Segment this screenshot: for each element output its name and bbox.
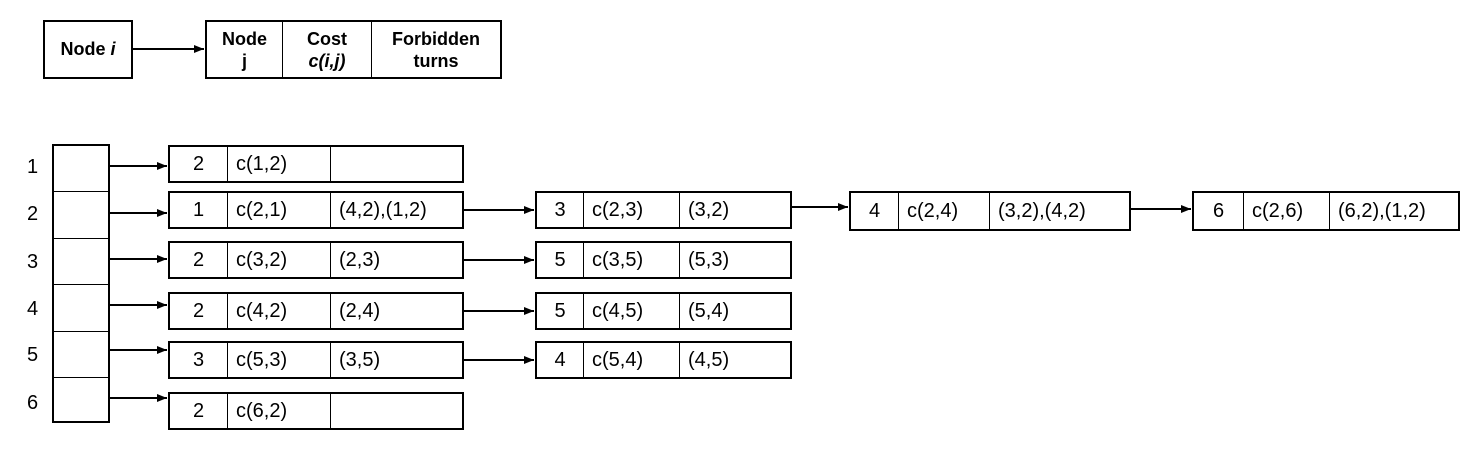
legend-record-box: Node j Cost c(i,j) Forbidden turns [205, 20, 502, 79]
legend-forbidden-line1: Forbidden [392, 28, 480, 49]
record-cost: c(2,4) [898, 193, 989, 229]
record-node: 2 [192, 248, 205, 271]
record-cost: c(2,3) [583, 193, 679, 227]
record-forbidden: (6,2),(1,2) [1329, 193, 1458, 229]
record-forbidden: (4,5) [679, 343, 790, 377]
record-cost: c(4,5) [583, 294, 679, 328]
record-cost: c(2,1) [227, 193, 330, 227]
row-label-1: 1 [27, 156, 39, 178]
record-cost: c(3,5) [583, 243, 679, 277]
legend-node-i-box: Node i [43, 20, 133, 79]
record-node: 1 [192, 198, 205, 221]
legend-forbidden-cell: Forbidden turns [371, 22, 500, 77]
record-node: 2 [192, 152, 205, 175]
legend-node-j-line1: Node [222, 28, 267, 49]
record-cost: c(4,2) [227, 294, 330, 328]
head-slot-divider [54, 284, 108, 285]
record-cost: c(2,6) [1243, 193, 1329, 229]
record-cost: c(1,2) [227, 147, 330, 181]
record-forbidden [330, 147, 462, 181]
row-label-2: 2 [27, 203, 39, 225]
list-record-6-1: 2 c(6,2) [168, 392, 464, 430]
record-forbidden: (3,5) [330, 343, 462, 377]
legend-node-i-var: i [110, 39, 116, 59]
list-record-1-1: 2 c(1,2) [168, 145, 464, 183]
record-forbidden: (5,4) [679, 294, 790, 328]
node-head-array [52, 144, 110, 423]
list-record-3-2: 5 c(3,5) (5,3) [535, 241, 792, 279]
record-cost: c(3,2) [227, 243, 330, 277]
row-label-4: 4 [27, 298, 39, 320]
legend-cost-cell: Cost c(i,j) [282, 22, 371, 77]
row-label-6: 6 [27, 392, 39, 414]
record-node: 6 [1212, 199, 1225, 222]
list-record-2-4: 6 c(2,6) (6,2),(1,2) [1192, 191, 1460, 231]
record-cost: c(6,2) [227, 394, 330, 428]
record-cost: c(5,4) [583, 343, 679, 377]
row-label-5: 5 [27, 344, 39, 366]
list-record-2-3: 4 c(2,4) (3,2),(4,2) [849, 191, 1131, 231]
legend-node-i-label: Node [60, 39, 111, 59]
legend-cost-line2: c(i,j) [308, 50, 346, 71]
record-node: 4 [554, 348, 566, 371]
list-record-2-1: 1 c(2,1) (4,2),(1,2) [168, 191, 464, 229]
record-forbidden: (2,4) [330, 294, 462, 328]
list-record-4-1: 2 c(4,2) (2,4) [168, 292, 464, 330]
legend-node-j-cell: Node j [207, 22, 282, 77]
head-slot-divider [54, 331, 108, 332]
legend-cost-line1: Cost [307, 28, 347, 49]
record-node: 5 [554, 299, 566, 322]
record-forbidden: (5,3) [679, 243, 790, 277]
list-record-5-2: 4 c(5,4) (4,5) [535, 341, 792, 379]
list-record-5-1: 3 c(5,3) (3,5) [168, 341, 464, 379]
legend-node-j-line2: j [241, 50, 247, 71]
record-forbidden: (2,3) [330, 243, 462, 277]
list-record-4-2: 5 c(4,5) (5,4) [535, 292, 792, 330]
record-node: 3 [554, 198, 566, 221]
record-forbidden: (3,2) [679, 193, 790, 227]
record-node: 2 [192, 299, 205, 322]
record-forbidden: (3,2),(4,2) [989, 193, 1129, 229]
record-forbidden: (4,2),(1,2) [330, 193, 462, 227]
head-slot-divider [54, 191, 108, 192]
record-node: 5 [554, 248, 566, 271]
head-slot-divider [54, 238, 108, 239]
record-forbidden [330, 394, 462, 428]
record-cost: c(5,3) [227, 343, 330, 377]
list-record-3-1: 2 c(3,2) (2,3) [168, 241, 464, 279]
list-record-2-2: 3 c(2,3) (3,2) [535, 191, 792, 229]
record-node: 3 [192, 348, 205, 371]
record-node: 2 [192, 399, 205, 422]
record-node: 4 [868, 199, 881, 222]
head-slot-divider [54, 377, 108, 378]
legend-forbidden-line2: turns [413, 50, 459, 71]
row-label-3: 3 [27, 251, 39, 273]
